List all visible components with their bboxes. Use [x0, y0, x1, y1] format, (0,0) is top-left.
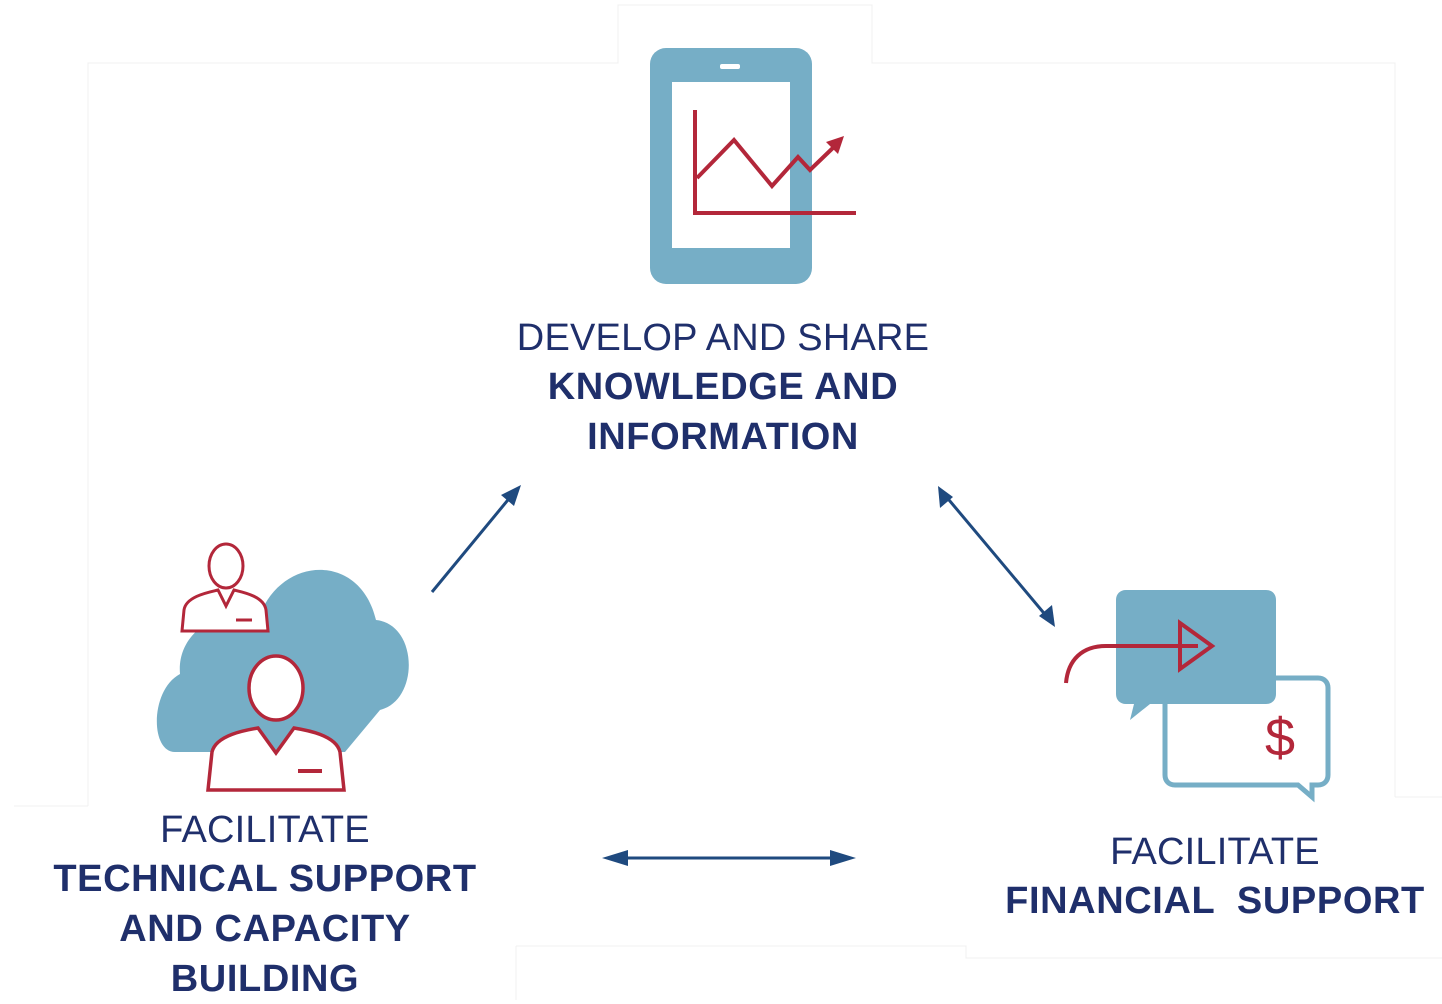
dollar-symbol: $: [1265, 708, 1295, 768]
knowledge-title-line1: KNOWLEDGE AND: [547, 366, 899, 408]
knowledge-verb: DEVELOP AND SHARE: [516, 317, 930, 359]
technical-verb: FACILITATE: [160, 809, 370, 851]
connector-arrows: [430, 485, 1055, 866]
knowledge-node-label: DEVELOP AND SHARE KNOWLEDGE AND INFORMAT…: [470, 314, 976, 462]
chat-dollar-icon: $: [1064, 590, 1331, 803]
financial-node-label: FACILITATE FINANCIAL SUPPORT: [975, 828, 1442, 926]
tablet-chart-icon: [650, 48, 856, 284]
technical-title-line3: BUILDING: [170, 958, 360, 1000]
financial-verb: FACILITATE: [1110, 831, 1320, 873]
technical-title-line2: AND CAPACITY: [119, 908, 411, 950]
technical-title-line1: TECHNICAL SUPPORT: [53, 858, 477, 900]
technical-node-label: FACILITATE TECHNICAL SUPPORT AND CAPACIT…: [20, 806, 510, 1004]
frame-lines: [14, 4, 1442, 1000]
arrow-technical-to-knowledge: [430, 494, 514, 593]
cloud-people-icon: [156, 542, 409, 792]
financial-title-line1: FINANCIAL SUPPORT: [1005, 880, 1425, 922]
arrow-knowledge-financial: [942, 493, 1050, 619]
knowledge-title-line2: INFORMATION: [587, 416, 859, 458]
